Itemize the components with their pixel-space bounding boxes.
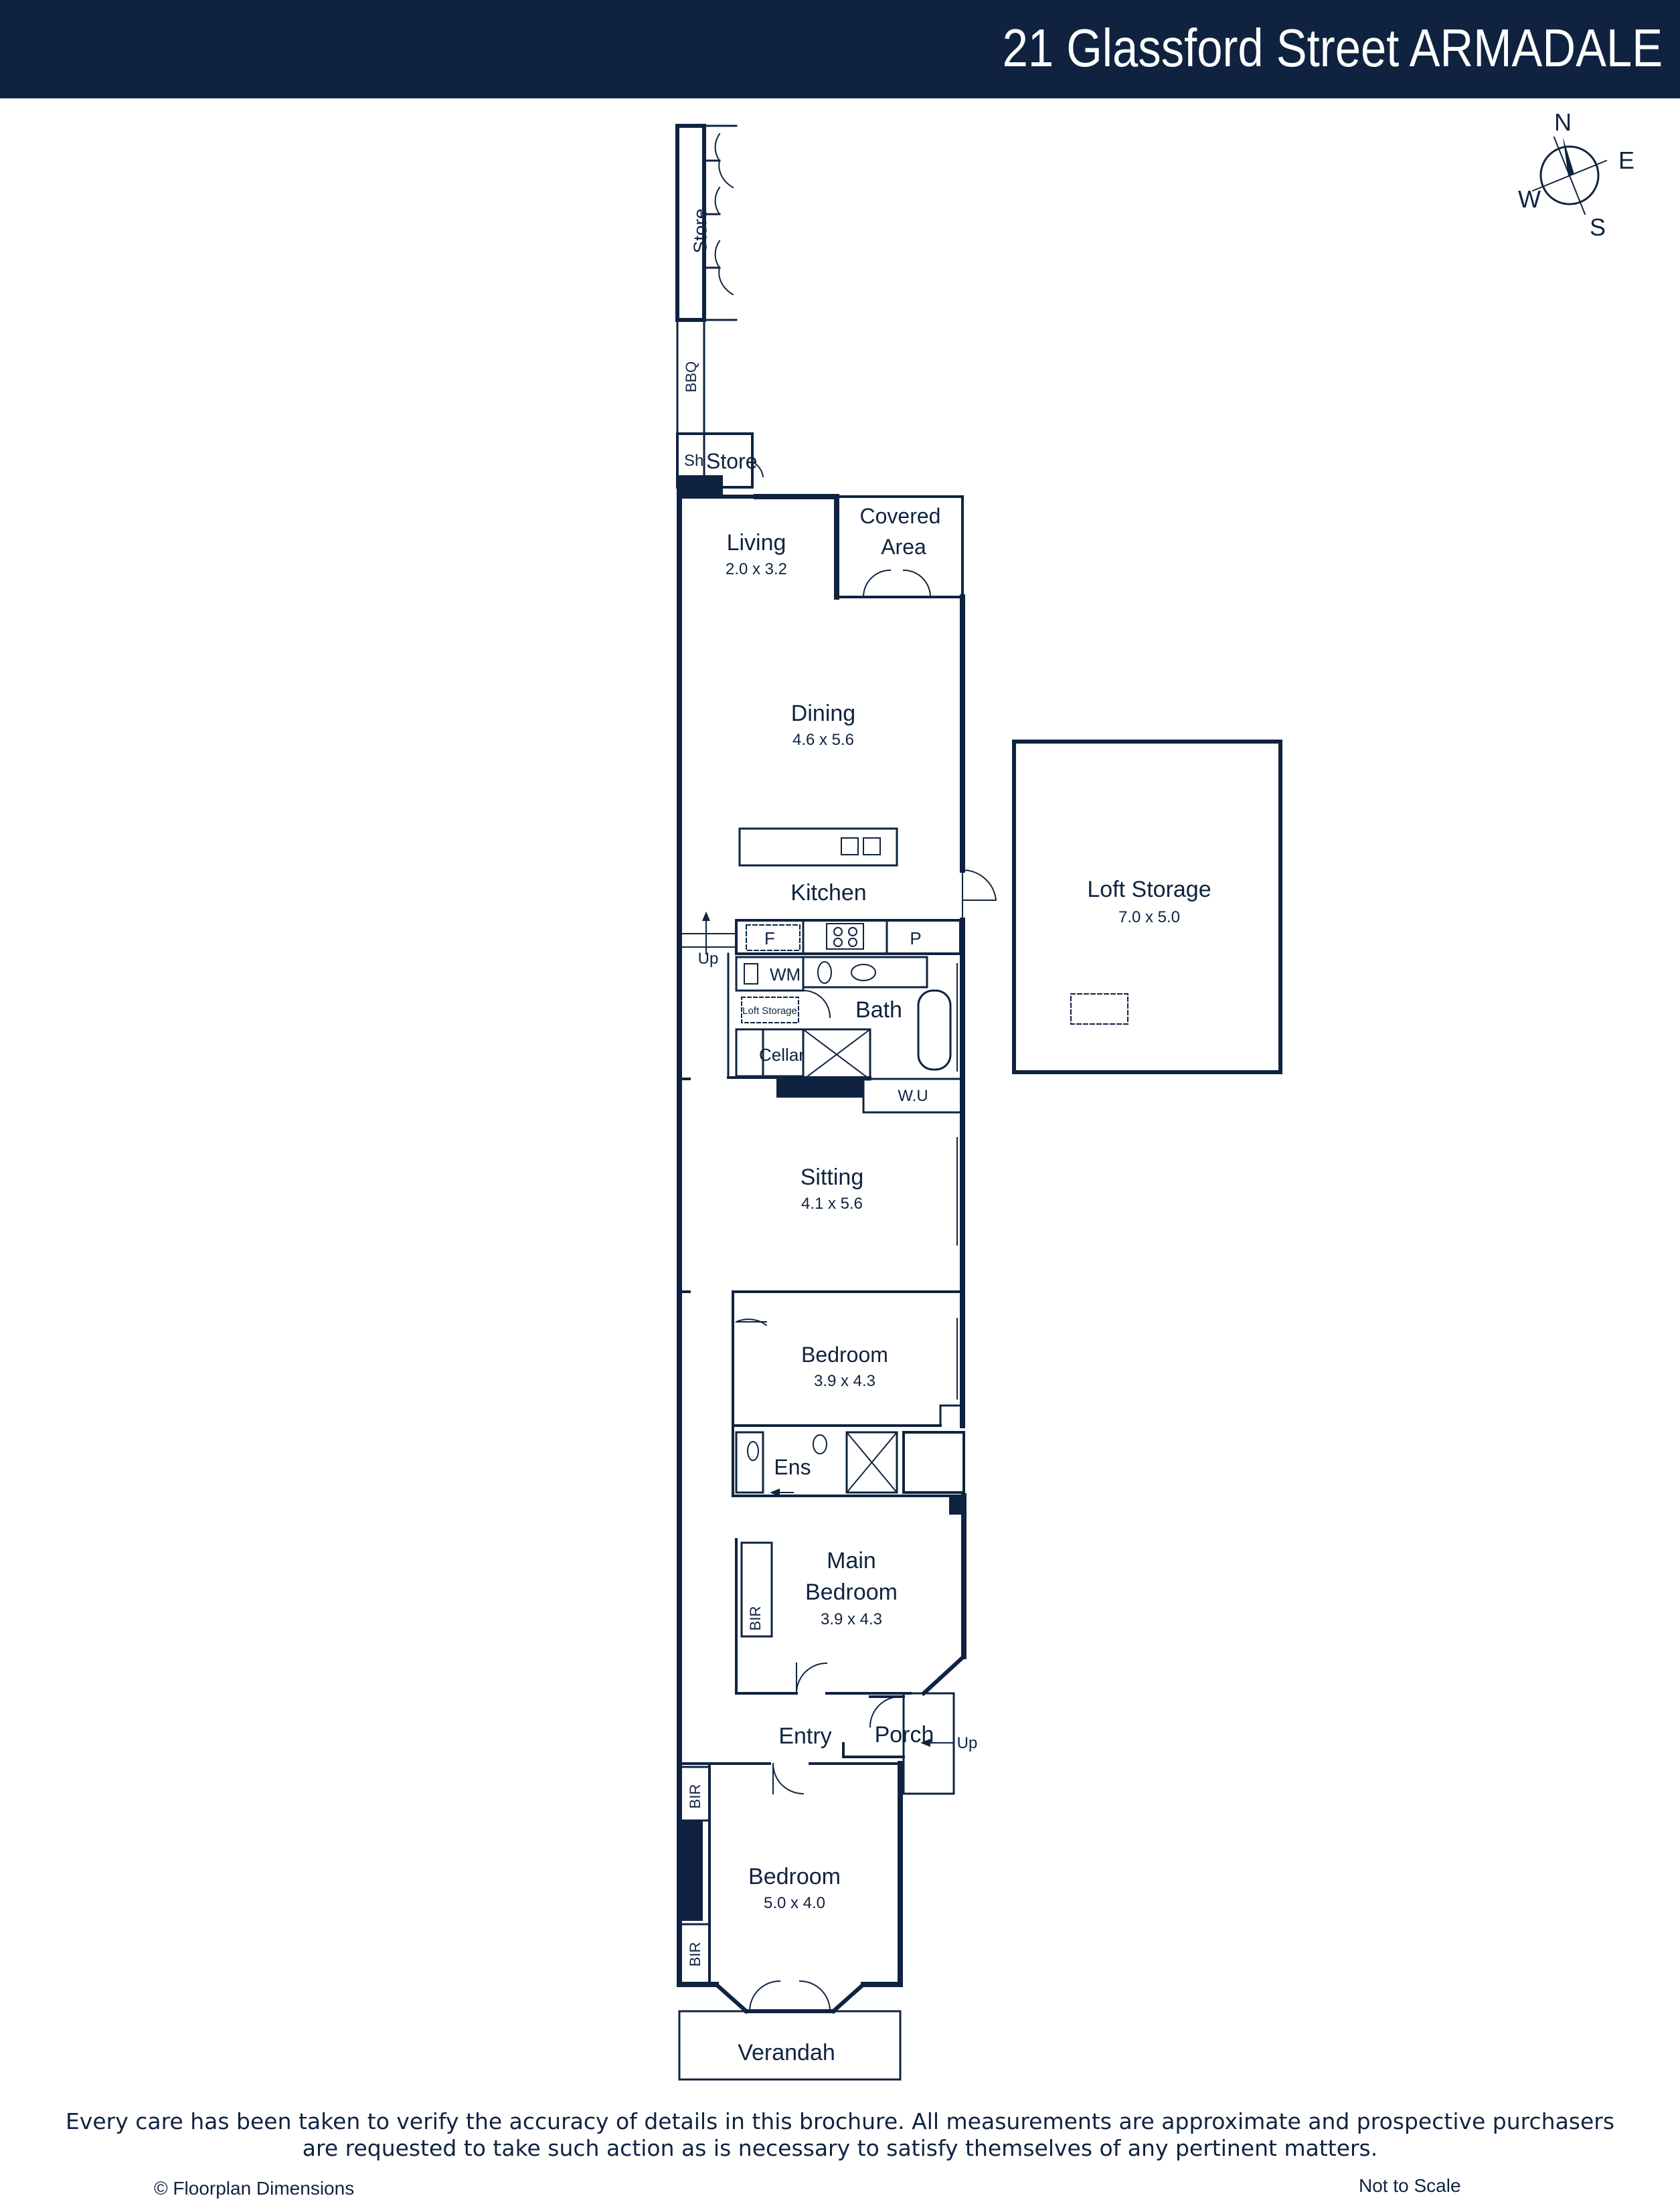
label-wu: W.U: [898, 1087, 928, 1105]
label-bedroom-1: Bedroom: [801, 1343, 888, 1367]
label-kitchen: Kitchen: [790, 880, 866, 906]
compass-icon: [1531, 136, 1608, 216]
label-loft-storage-small: Loft Storage: [742, 1005, 797, 1017]
label-loft-storage-dim: 7.0 x 5.0: [1118, 908, 1180, 926]
header-bar: 21 Glassford Street ARMADALE: [0, 0, 1680, 98]
label-store: Store: [706, 449, 757, 473]
compass-w: W: [1518, 185, 1541, 213]
label-store-top: Store: [689, 209, 710, 254]
scale-note: Not to Scale: [1359, 2175, 1461, 2196]
label-pantry: P: [910, 928, 921, 948]
label-living: Living: [727, 530, 786, 556]
label-entry: Entry: [778, 1723, 831, 1749]
label-main-bedroom-dim: 3.9 x 4.3: [821, 1610, 882, 1628]
label-main-bedroom-1: Main: [827, 1548, 876, 1574]
label-loft-storage: Loft Storage: [1087, 877, 1211, 902]
label-porch: Porch: [875, 1722, 934, 1748]
label-bedroom-2: Bedroom: [748, 1864, 841, 1889]
disclaimer-line-1: Every care has been taken to verify the …: [65, 2108, 1615, 2134]
label-sh: Sh: [684, 452, 703, 470]
label-bir-main: BIR: [747, 1606, 764, 1631]
kitchen-island: [738, 827, 898, 867]
label-main-bedroom-2: Bedroom: [805, 1580, 898, 1605]
label-bedroom-1-dim: 3.9 x 4.3: [814, 1372, 875, 1390]
label-bath: Bath: [855, 997, 902, 1023]
label-verandah: Verandah: [738, 2040, 835, 2065]
verandah-outline: [678, 2010, 902, 2081]
compass-s: S: [1590, 214, 1606, 241]
compass-n: N: [1554, 108, 1572, 136]
page-title: 21 Glassford Street ARMADALE: [1002, 18, 1663, 78]
label-covered-1: Covered: [860, 504, 941, 528]
label-porch-up: Up: [957, 1734, 978, 1752]
label-covered-2: Area: [881, 535, 926, 559]
loft-storage-outline: [1012, 740, 1282, 1074]
compass-e: E: [1618, 147, 1634, 174]
label-dining: Dining: [791, 701, 855, 726]
label-fridge: F: [764, 928, 775, 948]
label-bir-front-1: BIR: [687, 1784, 703, 1809]
disclaimer: Every care has been taken to verify the …: [0, 2108, 1680, 2162]
disclaimer-line-2: are requested to take such action as is …: [302, 2135, 1378, 2161]
label-living-dim: 2.0 x 3.2: [726, 560, 787, 578]
label-bir-front-2: BIR: [687, 1942, 703, 1967]
label-stairs-up: Up: [698, 950, 719, 968]
label-wm: WM: [770, 964, 801, 985]
label-ensuite: Ens: [774, 1455, 811, 1479]
label-cellar: Cellar: [759, 1045, 805, 1065]
label-sitting-dim: 4.1 x 5.6: [801, 1195, 863, 1213]
copyright: © Floorplan Dimensions: [154, 2178, 355, 2199]
label-dining-dim: 4.6 x 5.6: [792, 731, 854, 749]
label-bedroom-2-dim: 5.0 x 4.0: [764, 1894, 825, 1912]
label-sitting: Sitting: [801, 1165, 864, 1190]
label-bbq: BBQ: [683, 361, 699, 392]
